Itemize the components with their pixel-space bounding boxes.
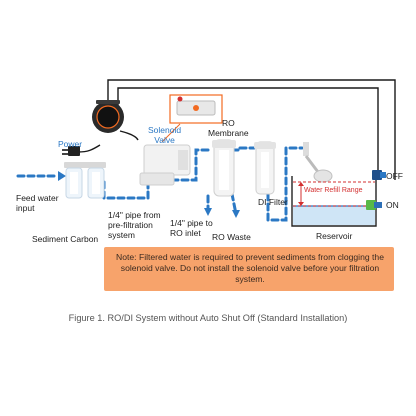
figure-caption: Figure 1. RO/DI System without Auto Shut… bbox=[68, 313, 348, 323]
solenoid-valve bbox=[139, 144, 191, 186]
note-text: Note: Filtered water is required to prev… bbox=[116, 252, 384, 284]
ro-membrane bbox=[212, 139, 236, 197]
level-switch-off bbox=[372, 170, 386, 180]
reservoir bbox=[291, 176, 377, 227]
water-refill-range-label: Water Refill Range bbox=[304, 187, 363, 194]
pipe-ro-inlet-label: 1/4" pipe to RO inlet bbox=[170, 218, 213, 238]
ro-waste-label: RO Waste bbox=[212, 232, 251, 242]
flow-arrows bbox=[58, 171, 240, 218]
level-switch-on bbox=[366, 200, 382, 210]
solenoid-valve-label: Solenoid Valve bbox=[148, 125, 182, 145]
feed-water-input-label: Feed water input bbox=[16, 193, 59, 213]
solenoid-callout bbox=[161, 94, 223, 143]
power-label: Power bbox=[58, 139, 83, 149]
controller-device bbox=[92, 100, 124, 133]
sediment-carbon-label: Sediment Carbon bbox=[32, 234, 99, 244]
power-adapter bbox=[62, 146, 80, 156]
float-valve bbox=[303, 142, 333, 183]
on-label: ON bbox=[386, 200, 399, 210]
ro-membrane-label: RO Membrane bbox=[208, 118, 249, 138]
note-box: Note: Filtered water is required to prev… bbox=[104, 247, 394, 291]
sediment-carbon-filters bbox=[64, 162, 106, 199]
pipe-pre-filtration-label: 1/4" pipe from pre-filtration system bbox=[108, 210, 161, 240]
di-filter bbox=[254, 141, 276, 195]
off-label: OFF bbox=[386, 171, 403, 181]
reservoir-label: Reservoir bbox=[316, 231, 353, 241]
di-filter-label: DI Filter bbox=[258, 197, 288, 207]
